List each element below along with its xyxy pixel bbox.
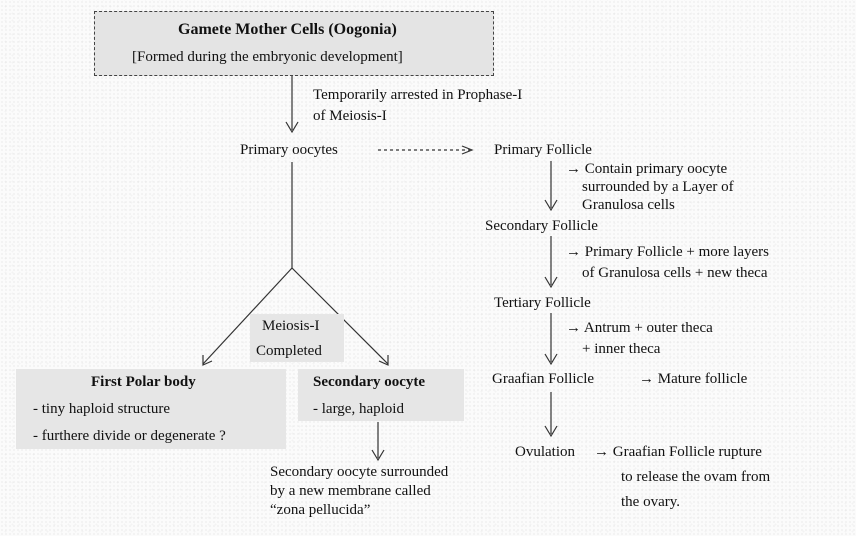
ovulation-label: Ovulation xyxy=(515,444,575,460)
zona-note-line-3: “zona pellucida” xyxy=(270,502,371,518)
primary-follicle-label: Primary Follicle xyxy=(494,142,592,158)
tertiary-follicle-note-1: → Antrum + outer theca xyxy=(566,320,713,336)
zona-note-line-1: Secondary oocyte surrounded xyxy=(270,464,449,480)
meiosis-label-line-1: Meiosis-I xyxy=(262,318,320,334)
arrest-note-line-2: of Meiosis-I xyxy=(313,108,387,124)
primary-oocytes-label: Primary oocytes xyxy=(240,142,338,158)
graafian-follicle-label: Graafian Follicle xyxy=(492,371,595,387)
meiosis-label-box xyxy=(250,314,344,362)
first-polar-body-point-1: - tiny haploid structure xyxy=(33,401,171,417)
secondary-oocyte-box xyxy=(298,369,464,421)
ovulation-note-2: to release the ovam from xyxy=(621,469,771,485)
ovulation-note-3: the ovary. xyxy=(621,494,681,510)
gamete-mother-cells-title: Gamete Mother Cells (Oogonia) xyxy=(178,21,397,38)
tertiary-follicle-label: Tertiary Follicle xyxy=(494,295,591,311)
secondary-follicle-note-1: → Primary Follicle + more layers xyxy=(566,244,769,260)
graafian-follicle-note: → Mature follicle xyxy=(639,371,748,387)
gamete-mother-cells-box xyxy=(94,11,494,76)
zona-note-line-2: by a new membrane called xyxy=(270,483,431,499)
gamete-mother-cells-subtitle: [Formed during the embryonic development… xyxy=(132,49,403,65)
secondary-oocyte-point-1: - large, haploid xyxy=(313,401,404,417)
meiosis-label-line-2: Completed xyxy=(256,343,322,359)
secondary-follicle-label: Secondary Follicle xyxy=(485,218,598,234)
first-polar-body-box xyxy=(16,369,286,449)
first-polar-body-title: First Polar body xyxy=(91,374,196,390)
first-polar-body-point-2: - furthere divide or degenerate ? xyxy=(33,428,226,444)
arrest-note-line-1: Temporarily arrested in Prophase-I xyxy=(313,87,523,103)
secondary-follicle-note-2: of Granulosa cells + new theca xyxy=(582,265,768,281)
primary-follicle-note-3: Granulosa cells xyxy=(582,197,675,213)
tertiary-follicle-note-2: + inner theca xyxy=(582,341,661,357)
primary-follicle-note-1: → Contain primary oocyte xyxy=(566,161,728,177)
secondary-oocyte-title: Secondary oocyte xyxy=(313,374,426,390)
primary-follicle-note-2: surrounded by a Layer of xyxy=(582,179,734,195)
ovulation-note-1: → Graafian Follicle rupture xyxy=(594,444,762,460)
